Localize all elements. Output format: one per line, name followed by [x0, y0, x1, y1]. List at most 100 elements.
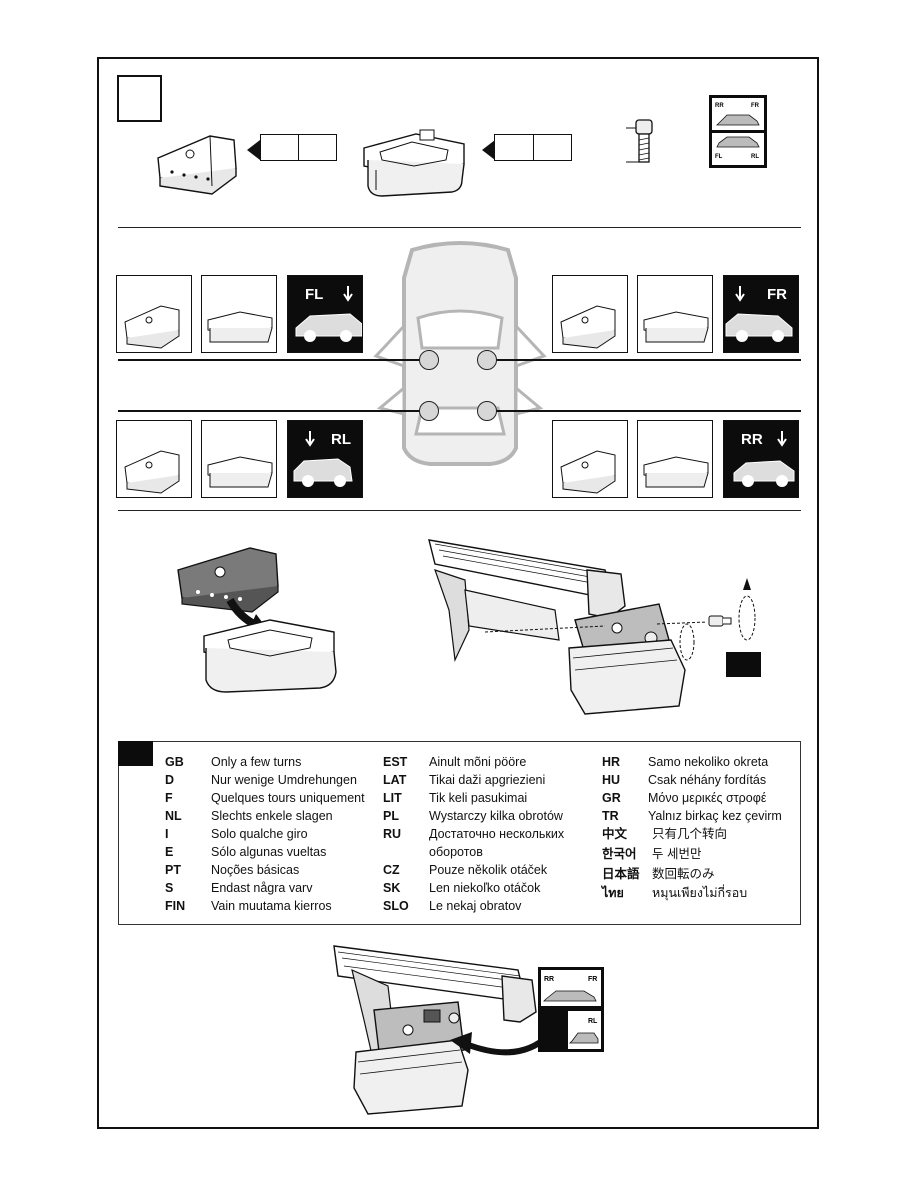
lang-text: оборотов: [429, 845, 483, 859]
lang-code: NL: [165, 809, 182, 823]
svg-text:FR: FR: [588, 976, 597, 983]
rl-car-tile: RL: [287, 420, 363, 498]
bracket-count-box: [260, 134, 337, 161]
lang-code: TR: [602, 809, 619, 823]
lang-text: Tikai daži apgriezieni: [429, 773, 546, 787]
lang-code: LIT: [383, 791, 402, 805]
svg-text:RR: RR: [715, 103, 724, 109]
lang-code: HU: [602, 773, 621, 787]
lang-text: Nur wenige Umdrehungen: [211, 773, 357, 787]
lang-code: F: [165, 791, 173, 805]
rl-foot-tile: [201, 420, 277, 498]
lang-text: Ainult mõni pööre: [429, 755, 527, 769]
rr-bracket-tile: [552, 420, 628, 498]
page-frame: [97, 57, 819, 1129]
lang-code: ไทย: [602, 886, 624, 900]
car-position-icon: RR FR RL: [538, 967, 604, 1052]
lang-text: Μόνο μερικές στροφέ: [648, 791, 767, 805]
lang-text: Len niekoľko otáčok: [429, 881, 541, 895]
rr-label: RR: [741, 431, 763, 448]
lang-code: HR: [602, 755, 621, 769]
bar-assembly-illustration: [428, 539, 756, 715]
lang-code: FIN: [165, 899, 186, 913]
language-panel: [118, 741, 801, 925]
lang-text: Solo qualche giro: [211, 827, 308, 841]
final-assembly-illustration: [333, 945, 551, 1115]
lang-text: Sólo algunas vueltas: [211, 845, 327, 859]
fl-marker: [419, 350, 439, 370]
fr-foot-tile: [637, 275, 713, 353]
rl-marker: [419, 401, 439, 421]
bracket-into-foot-illustration: [177, 547, 337, 693]
lang-text: Yalnız birkaç kez çevirm: [648, 809, 782, 823]
lang-text: Pouze několik otáček: [429, 863, 548, 877]
lang-code: LAT: [383, 773, 407, 787]
lang-text: 数回転のみ: [652, 867, 715, 881]
car-position-icon: RR FR FL RL: [709, 95, 767, 168]
lang-code: D: [165, 773, 175, 787]
lang-text: Noções básicas: [211, 863, 300, 877]
lang-code: EST: [383, 755, 408, 769]
lang-text: Only a few turns: [211, 755, 302, 769]
step-number-box: [117, 75, 162, 122]
lang-text: Slechts enkele slagen: [211, 809, 333, 823]
foot-count-box: [494, 134, 572, 161]
lang-code: SK: [383, 881, 401, 895]
lang-code: I: [165, 827, 169, 841]
language-panel-tab: [118, 741, 153, 766]
rear-right-line: [496, 410, 801, 412]
lang-code: SLO: [383, 899, 409, 913]
lang-text: 두 세번만: [652, 847, 702, 861]
lang-text: 只有几个转向: [652, 827, 728, 841]
lang-code: 日本語: [602, 867, 640, 881]
fl-car-tile: FL: [287, 275, 363, 353]
rr-foot-tile: [637, 420, 713, 498]
svg-text:RL: RL: [588, 1018, 598, 1025]
section-divider: [118, 227, 801, 228]
arrow-icon: [482, 140, 495, 160]
rl-label: RL: [331, 431, 351, 448]
car-top-view: [373, 241, 547, 466]
lang-code: GB: [165, 755, 184, 769]
lang-code: PL: [383, 809, 399, 823]
lang-text: Wystarczy kilka obrotów: [429, 809, 563, 823]
rear-left-line: [118, 410, 420, 412]
lang-code: E: [165, 845, 174, 859]
lang-code: S: [165, 881, 174, 895]
lang-code: RU: [383, 827, 402, 841]
lang-text: Vain muutama kierros: [211, 899, 332, 913]
fl-bracket-tile: [116, 275, 192, 353]
fr-bracket-tile: [552, 275, 628, 353]
bracket-icon: [157, 135, 237, 195]
lang-text: Csak néhány fordítás: [648, 773, 767, 787]
bolt-icon: [626, 119, 653, 163]
lang-code: GR: [602, 791, 621, 805]
fr-marker: [477, 350, 497, 370]
lang-code: 中文: [602, 827, 628, 841]
rl-bracket-tile: [116, 420, 192, 498]
lang-text: Samo nekoliko okreta: [648, 755, 769, 769]
lang-code: 한국어: [602, 847, 637, 861]
front-left-line: [118, 359, 420, 361]
svg-text:FR: FR: [751, 103, 760, 109]
rr-car-tile: RR: [723, 420, 799, 498]
svg-text:RR: RR: [544, 976, 554, 983]
step-tag: [726, 652, 761, 677]
lang-code: PT: [165, 863, 181, 877]
front-right-line: [496, 359, 801, 361]
fr-car-tile: FR: [723, 275, 799, 353]
rr-marker: [477, 401, 497, 421]
section-divider: [118, 510, 801, 511]
lang-code: CZ: [383, 863, 400, 877]
lang-text: Достаточно нескольких: [429, 827, 565, 841]
arrow-icon: [247, 140, 260, 160]
lang-text: Tik keli pasukimai: [429, 791, 528, 805]
fl-foot-tile: [201, 275, 277, 353]
lang-text: Quelques tours uniquement: [211, 791, 365, 805]
fr-label: FR: [767, 286, 787, 303]
svg-text:RL: RL: [751, 154, 759, 160]
lang-text: หมุนเพียงไม่กี่รอบ: [652, 886, 748, 900]
svg-text:FL: FL: [715, 154, 723, 160]
lang-text: Endast några varv: [211, 881, 313, 895]
foot-icon: [363, 129, 465, 197]
